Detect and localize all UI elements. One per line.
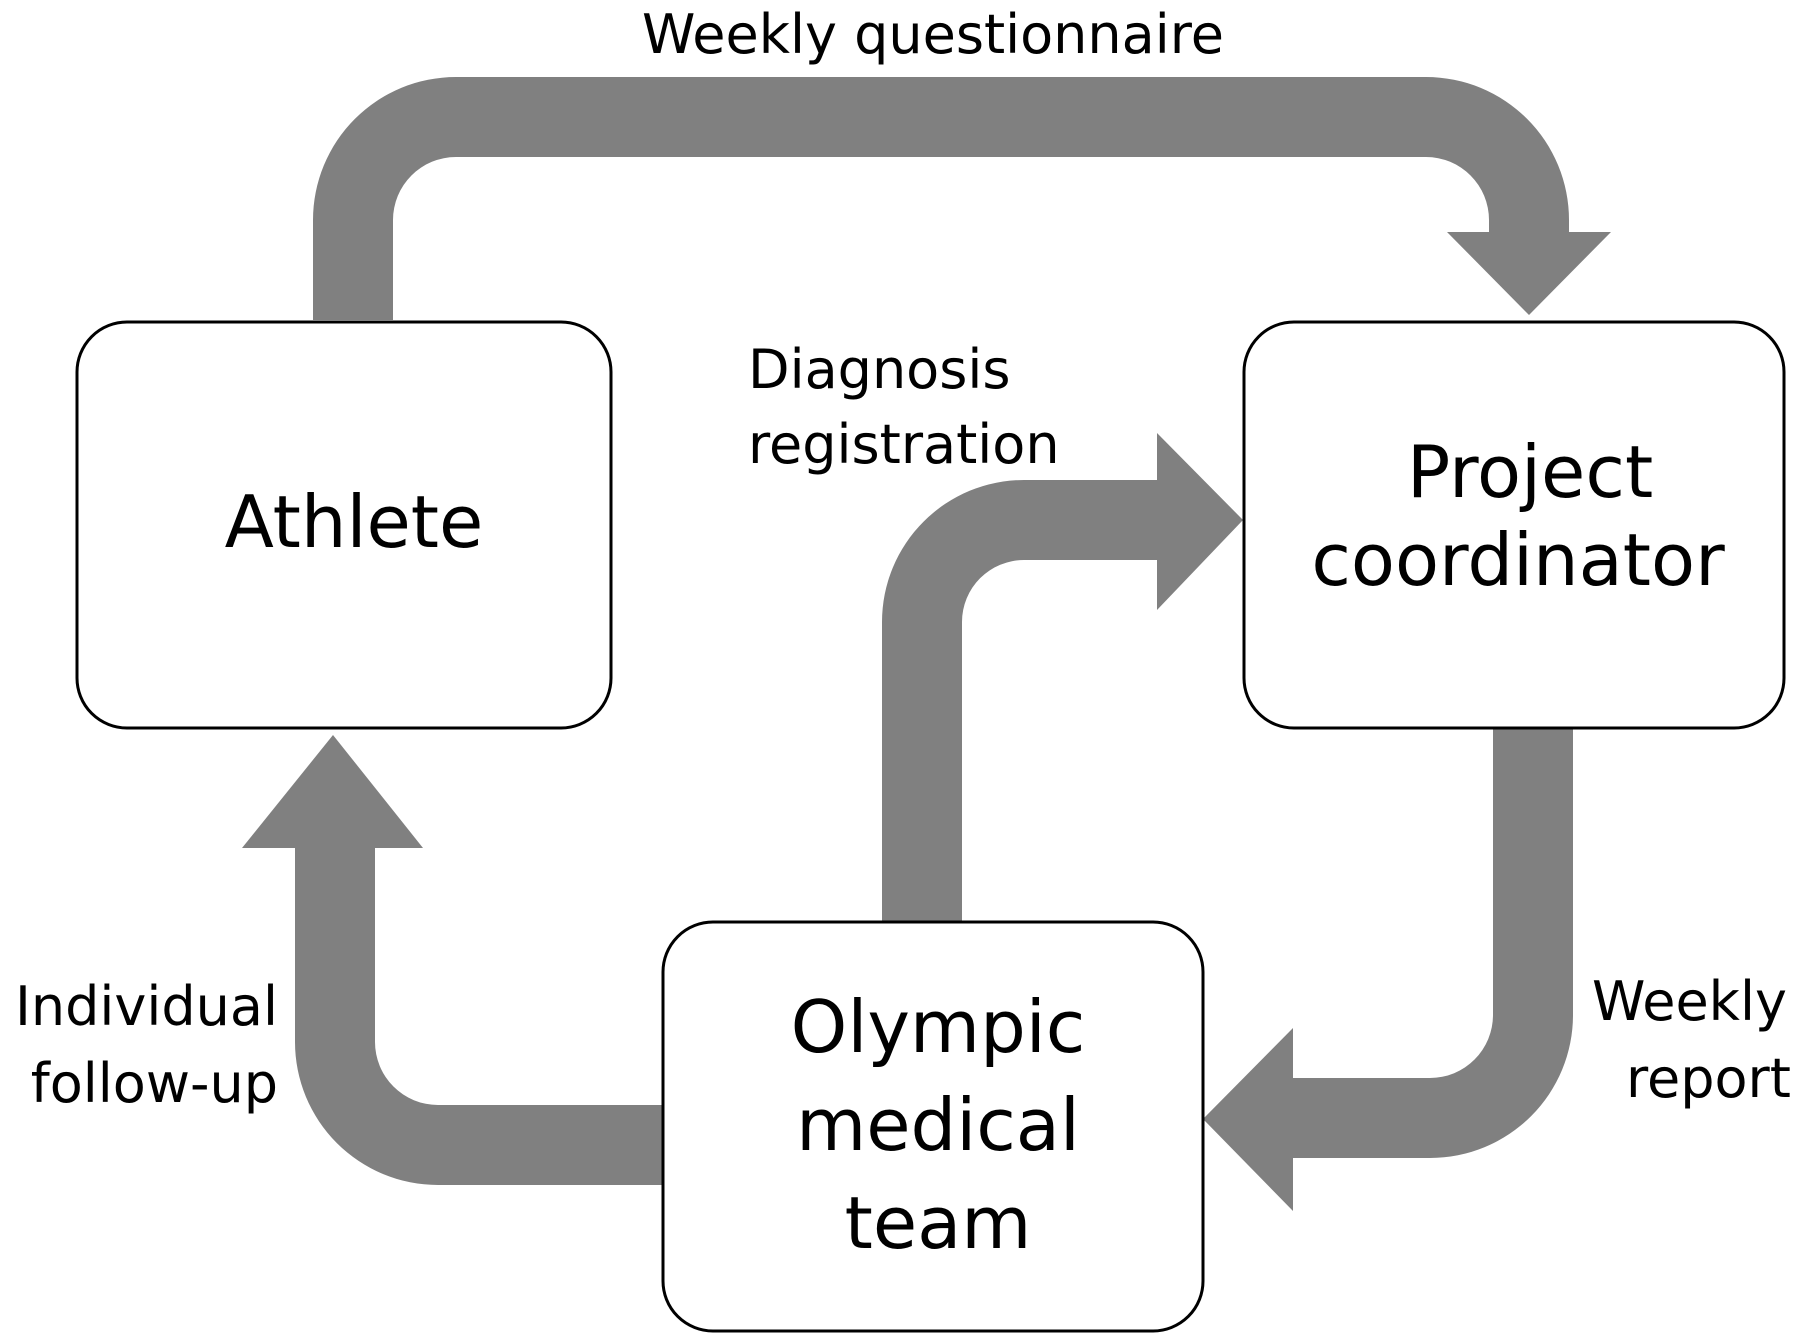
olympic-medical-team-label-line1: Olympic [791,985,1086,1069]
weekly-report-label-line1: Weekly [1592,970,1787,1033]
athlete-box [75,320,613,730]
weekly-questionnaire-arrow [313,77,1611,320]
project-coordinator-box [1242,320,1786,730]
athlete-label: Athlete [225,480,484,564]
weekly-report-label-line2: report [1626,1047,1791,1110]
olympic-medical-team-box [661,920,1205,1333]
weekly-questionnaire-label: Weekly questionnaire [642,3,1224,66]
olympic-medical-team-label-line3: team [845,1181,1032,1265]
individual-follow-up-arrow [242,735,663,1185]
diagnosis-registration-label-line2: registration [748,413,1060,476]
project-coordinator-label-line1: Project [1407,430,1653,514]
individual-follow-up-label-line2: follow-up [31,1052,278,1115]
individual-follow-up-label-line1: Individual [15,975,278,1038]
olympic-medical-team-label-line2: medical [796,1083,1080,1167]
weekly-report-arrow [1203,726,1573,1211]
diagnosis-registration-arrow [882,433,1243,922]
project-coordinator-label-line2: coordinator [1311,518,1725,602]
diagnosis-registration-label-line1: Diagnosis [748,338,1011,401]
